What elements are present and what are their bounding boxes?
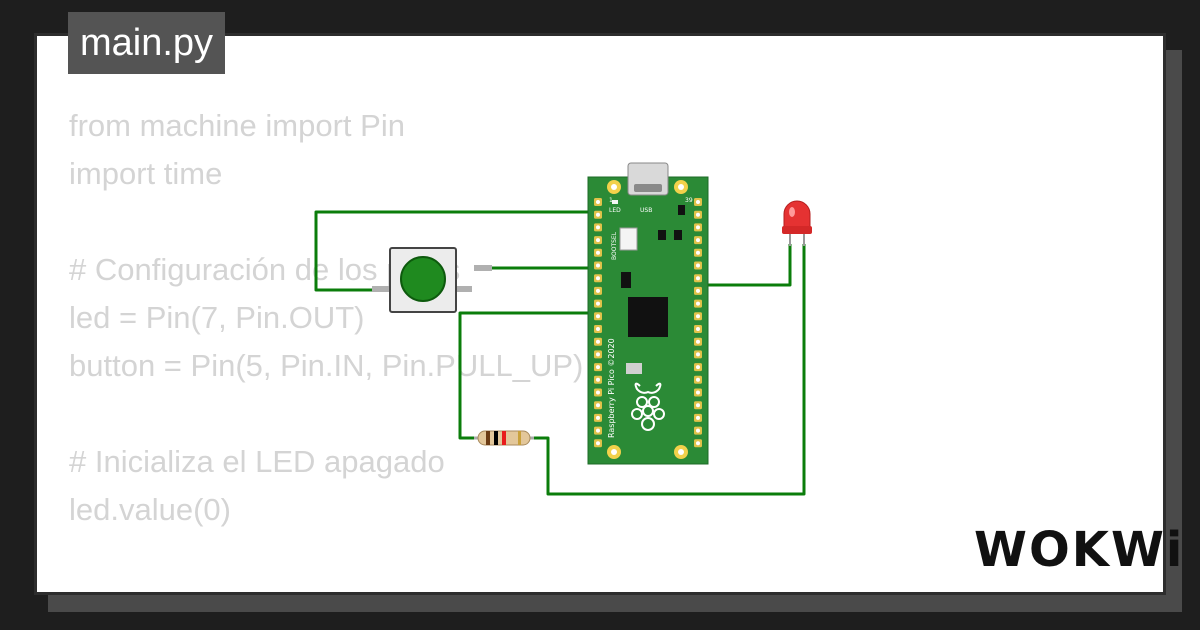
bootsel-silk-label: BOOTSEL [611,231,618,260]
code-line: led.value(0) [69,492,231,527]
chip [658,230,666,240]
led-dome [783,200,811,229]
header-pin-hole [596,200,600,204]
code-line: # Variable de estado [69,582,583,592]
header-pin-hole [696,339,700,344]
header-pin-hole [596,365,600,370]
header-pin-hole [596,276,600,281]
board-silk-label: Raspberry Pi Pico ©2020 [607,338,616,438]
header-pin-hole [696,212,700,217]
resistor-band [502,431,506,445]
rp2040-chip [628,297,668,337]
wokwi-logo: WOKWi [974,522,1185,578]
filename-tab[interactable]: main.py [68,12,226,74]
header-pin-hole [596,403,600,408]
raspberry-logo-icon [631,382,665,431]
chip [621,272,631,288]
resistor-band [486,431,490,445]
header-pin-hole [596,212,600,217]
header-pin-hole [696,314,700,319]
header-pin-hole [696,365,700,370]
chip [678,205,685,215]
header-pin-hole [696,441,700,446]
code-line: led = Pin(7, Pin.OUT) [69,300,365,335]
header-pin-hole [596,238,600,243]
header-pin-hole [596,250,600,255]
button-cap[interactable] [400,256,446,302]
header-pin-hole [696,390,700,395]
resistor-band [494,431,498,445]
header-pin-hole [696,415,700,420]
header-pin-hole [596,352,600,357]
code-line: import time [69,156,223,191]
wire-resistor-to-led [534,244,806,496]
header-pin-hole [696,250,700,255]
mounting-hole-center [611,184,617,190]
mounting-hole-center [678,184,684,190]
button-leg [454,286,472,292]
pin1-label: 1 [609,197,613,204]
code-line: from machine import Pin [69,108,405,143]
usb-port [634,184,662,192]
header-pin-hole [596,263,600,268]
chip [626,363,642,374]
mounting-hole-center [678,449,684,455]
header-pin-hole [696,403,700,408]
wire-gp-to-button-top [314,210,598,292]
led-highlight [789,207,795,217]
header-pin-hole [696,225,700,230]
header-pin-hole [696,301,700,306]
resistor [474,430,534,446]
wires [314,210,806,496]
header-pin-hole [596,390,600,395]
header-pin-hole [696,263,700,268]
header-pin-hole [696,428,700,433]
header-pin-hole [696,276,700,281]
wire-led-to-gnd [700,244,792,287]
header-pin-hole [696,288,700,293]
header-pin-hole [596,327,600,331]
bootsel-button[interactable] [619,227,638,251]
header-pin-hole [696,200,700,204]
raspberry-pi-pico[interactable]: 1 39 LED USB BOOTSEL Raspberry Pi Pico ©… [587,162,709,465]
resistor-band [518,431,521,445]
button-leg [474,265,492,271]
header-pin-hole [696,327,700,331]
header-pin-hole [696,377,700,382]
usb-silk-label: USB [640,207,652,214]
wire-gp7-to-resistor [458,311,598,440]
header-pin-hole [696,238,700,243]
header-pin-hole [596,377,600,382]
mounting-hole-center [611,449,617,455]
pin39-label: 39 [685,197,693,204]
push-button[interactable] [372,247,492,313]
header-pin-hole [596,415,600,420]
header-pin-hole [596,288,600,293]
header-pin-hole [596,441,600,446]
code-line: # Inicializa el LED apagado [69,444,445,479]
header-pin-hole [596,314,600,319]
status-led [612,200,618,204]
header-pin-hole [696,352,700,357]
header-pin-hole [596,301,600,306]
code-line: button = Pin(5, Pin.IN, Pin.PULL_UP) [69,348,584,383]
chip [674,230,682,240]
led-silk-label: LED [609,207,621,214]
led-base [782,226,812,234]
header-pin-hole [596,339,600,344]
header-pin-hole [596,428,600,433]
header-pins-left [594,198,602,448]
header-pins-right [694,198,702,448]
button-leg [372,286,390,292]
header-pin-hole [596,225,600,230]
red-led [782,200,812,246]
